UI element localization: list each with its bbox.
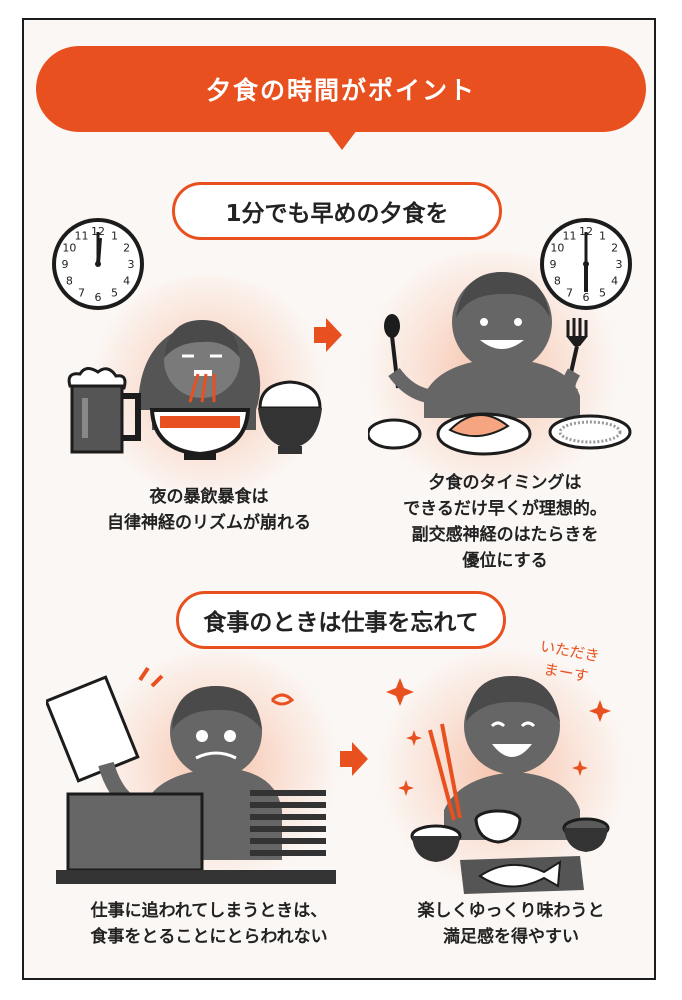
banner-title: 夕食の時間がポイント <box>205 76 476 105</box>
fork-icon <box>561 318 588 403</box>
clock-numeral: 11 <box>563 229 577 242</box>
caption-enjoying: 楽しくゆっくり味わうと 満足感を得やすい <box>417 901 605 947</box>
clock-numeral: 6 <box>95 291 102 304</box>
clock-numeral: 5 <box>599 287 606 300</box>
clock-numeral: 3 <box>128 258 135 271</box>
chopsticks-icon <box>428 723 462 821</box>
clock-numeral: 1 <box>111 229 118 242</box>
section1-heading: 1分でも早めの夕食を <box>172 182 502 240</box>
clock-numeral: 8 <box>554 275 561 288</box>
clock-numeral: 6 <box>583 291 590 304</box>
fish-icon <box>460 856 584 894</box>
late-night-eating-illustration <box>67 320 322 460</box>
clock-numeral: 7 <box>566 287 573 300</box>
right-arrow-icon <box>340 742 368 776</box>
clock-numeral: 3 <box>616 258 623 271</box>
clock-numeral: 2 <box>611 242 618 255</box>
clock-numeral: 8 <box>66 275 73 288</box>
plate-icon <box>368 412 632 456</box>
clock-numeral: 11 <box>75 229 89 242</box>
clock-numeral: 9 <box>550 258 557 271</box>
clock-numeral: 10 <box>550 242 564 255</box>
clock-numeral: 12 <box>579 225 593 238</box>
title-banner: 夕食の時間がポイント <box>36 46 646 132</box>
caption-early-dinner: 夕食のタイミングは できるだけ早くが理想的。 副交感神経のはたらきを 優位にする <box>403 473 607 571</box>
clock-numeral: 1 <box>599 229 606 242</box>
laptop-icon <box>56 792 336 884</box>
section2-heading-text: 食事のときは仕事を忘れて <box>203 610 479 636</box>
clock-numeral: 2 <box>123 242 130 255</box>
clock-numeral: 4 <box>611 275 618 288</box>
clock-numeral: 10 <box>62 242 76 255</box>
paper-stack-icon <box>250 790 326 856</box>
clock-numeral: 12 <box>91 225 105 238</box>
clock-numeral: 9 <box>62 258 69 271</box>
caption-working: 仕事に追われてしまうときは、 食事をとることにとらわれない <box>90 901 328 947</box>
working-illustration <box>46 666 336 884</box>
section2-heading: 食事のときは仕事を忘れて <box>176 591 506 649</box>
sparkle-icon <box>386 678 611 796</box>
banner-pointer <box>327 130 357 150</box>
beer-mug-icon <box>67 367 141 454</box>
early-dinner-illustration <box>368 272 632 456</box>
enjoying-meal-illustration <box>386 676 611 894</box>
section1-heading-text: 1分でも早めの夕食を <box>225 201 449 227</box>
clock-numeral: 7 <box>78 287 85 300</box>
clock-numeral: 5 <box>111 287 118 300</box>
rice-bowl-icon <box>258 380 322 454</box>
spoon-icon <box>384 314 430 403</box>
right-arrow-icon <box>314 318 342 352</box>
document-icon <box>46 675 140 783</box>
caption-late-eating: 夜の暴飲暴食は 自律神経のリズムが崩れる <box>107 487 311 533</box>
ramen-bowl-icon <box>149 408 251 460</box>
clock-numeral: 4 <box>123 275 130 288</box>
